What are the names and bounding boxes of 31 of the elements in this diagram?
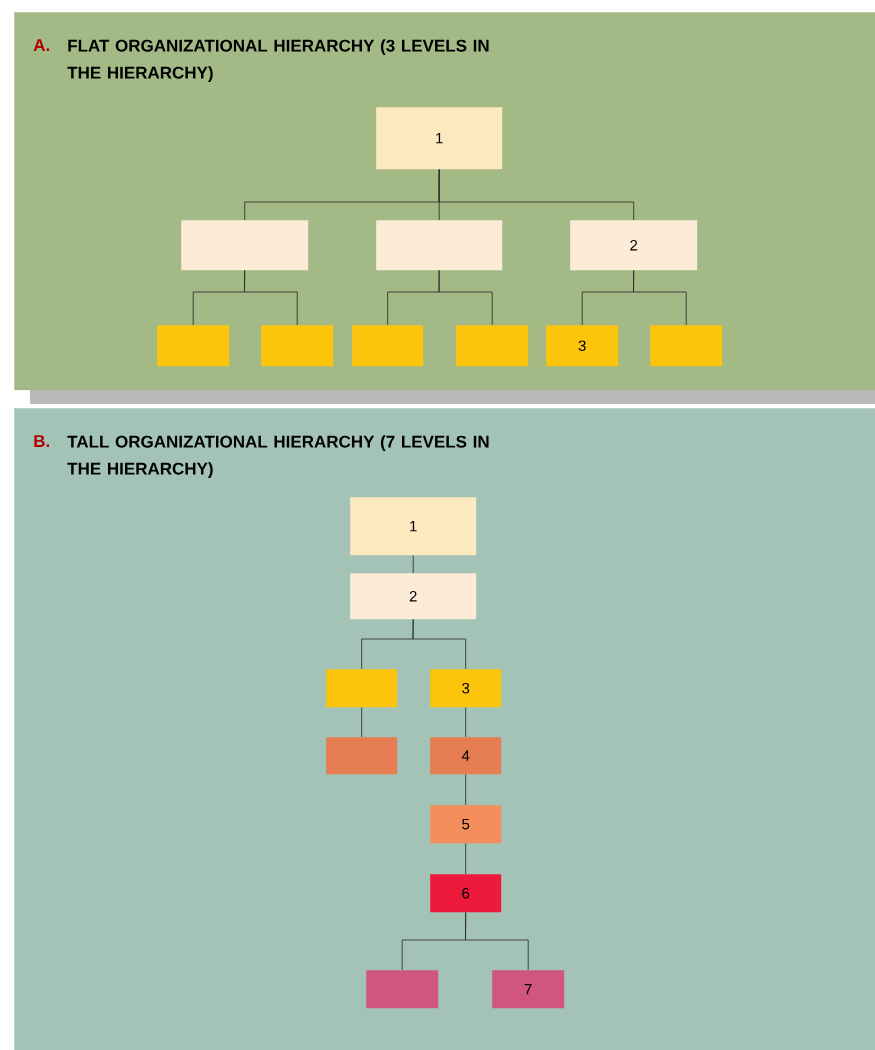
org-box: [157, 325, 230, 367]
connector-line: [361, 707, 363, 738]
org-box: 5: [430, 805, 502, 844]
org-box: 2: [570, 220, 698, 271]
org-box: [326, 737, 398, 775]
org-box: 7: [492, 970, 565, 1009]
org-box: [650, 325, 723, 367]
org-box: [326, 669, 398, 708]
org-box: [376, 220, 503, 271]
org-box: 3: [430, 669, 502, 708]
connector-line: [465, 774, 467, 806]
connector-line: [438, 169, 635, 221]
connector-line: [412, 619, 467, 670]
connector-line: [438, 270, 493, 326]
org-box: 1: [350, 497, 477, 556]
org-box: [352, 325, 424, 367]
org-box: 2: [350, 573, 477, 620]
connector-line: [465, 843, 467, 875]
connector-line: [633, 270, 687, 326]
connector-line: [465, 707, 467, 738]
org-box: [261, 325, 334, 367]
org-box: 4: [430, 737, 502, 775]
org-box: [181, 220, 309, 271]
connector-line: [412, 555, 414, 574]
org-box: [456, 325, 529, 367]
org-box: [366, 970, 439, 1009]
connector-line: [465, 912, 529, 971]
org-box: 3: [546, 325, 619, 367]
org-box: 6: [430, 874, 502, 913]
connector-line: [244, 270, 298, 326]
org-box: 1: [376, 107, 503, 170]
